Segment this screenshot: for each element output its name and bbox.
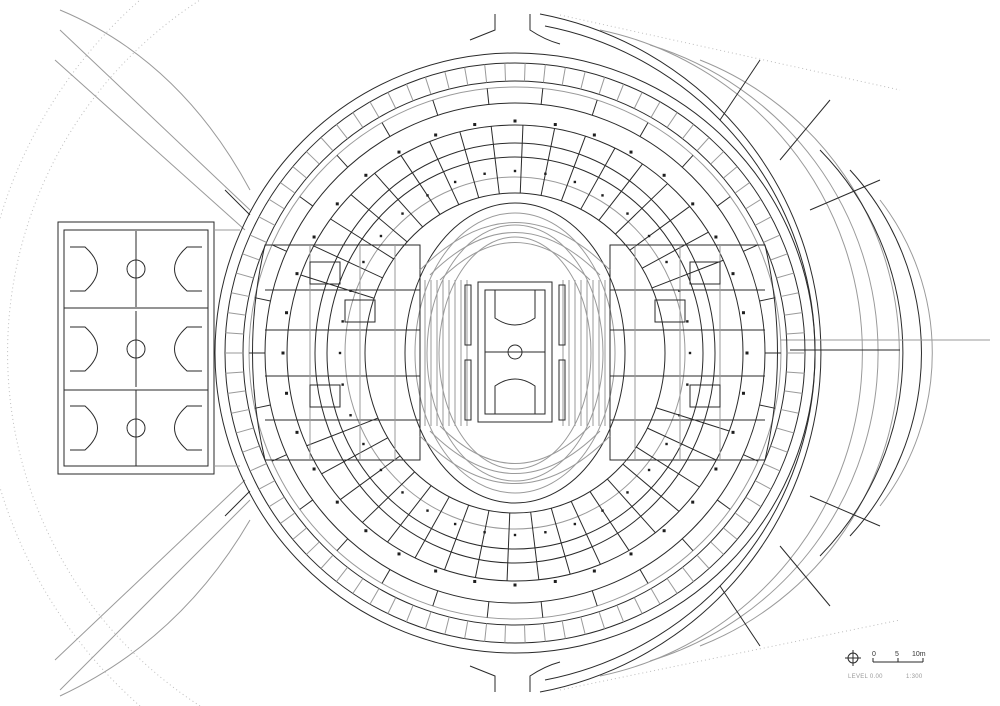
outer-stand-band [539,13,990,693]
inner-rings [314,142,716,564]
scale-ratio: 1:300 [906,674,923,680]
level-label: LEVEL 0.00 [848,674,883,680]
legend: 0 5 10m LEVEL 0.00 1:300 [845,650,926,680]
room-partitions [300,125,730,581]
seating-bowl [419,222,611,484]
scale-label-5: 5 [895,651,899,658]
north-arrow-icon [845,650,861,666]
scale-label-0: 0 [872,651,876,658]
scale-label-10m: 10m [912,651,926,658]
site-arcs [0,0,901,706]
scale-bar: 0 5 10m [872,651,926,663]
training-courts [57,221,240,475]
ring-ticks [225,63,805,643]
office-wings [252,244,778,461]
main-court [464,281,566,423]
structural-columns [281,119,749,587]
entrance-notches [224,14,561,692]
